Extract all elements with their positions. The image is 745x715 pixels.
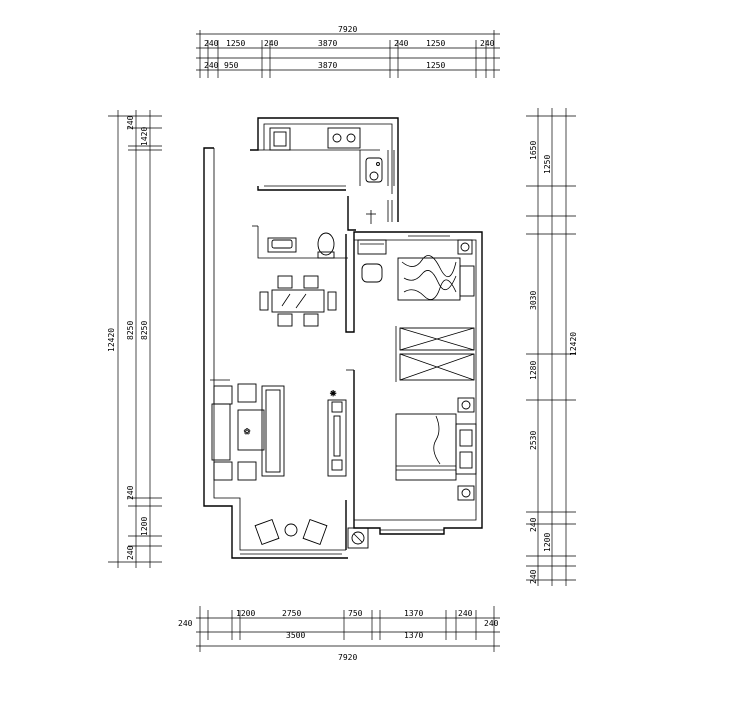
left-dim-label: 240 (126, 485, 135, 500)
basin-icon (267, 237, 297, 253)
wardrobe-icon (399, 327, 475, 351)
top-dim-label: 1250 (226, 39, 245, 48)
chair-icon (302, 518, 328, 546)
left-mid-label: 8250 (140, 321, 149, 340)
sofa-icon (211, 403, 231, 461)
svg-text:✿: ✿ (244, 426, 250, 437)
bottom-dim-label: 240 (178, 619, 193, 628)
toilet-icon (317, 232, 335, 256)
bottom-dim-label: 1370 (404, 609, 423, 618)
left-dim-label: 1200 (140, 517, 149, 536)
right-total-label: 12420 (569, 332, 578, 356)
right-dim-label: 2530 (529, 431, 538, 450)
sink-icon (365, 157, 383, 183)
top-dim-label: 240 (204, 61, 219, 70)
right-dim-label: 1650 (529, 141, 538, 160)
top-dim-label: 3870 (318, 39, 337, 48)
top-dim-label: 240 (394, 39, 409, 48)
left-total-label: 12420 (107, 328, 116, 352)
top-dim-label: 240 (264, 39, 279, 48)
study-area (357, 239, 387, 283)
left-dim-label: 240 (126, 115, 135, 130)
bottom-dim-label: 1200 (236, 609, 255, 618)
tv-cabinet: ✳ (327, 388, 347, 477)
top-dim-label: 240 (480, 39, 495, 48)
washer-icon (347, 527, 369, 549)
left-dimensions: 12420 8250 8250 240 1420 240 1200 240 (107, 110, 162, 568)
balcony (254, 518, 369, 549)
bottom-dim-label: 750 (348, 609, 363, 618)
tv-cabinet-icon (357, 239, 387, 255)
svg-text:✳: ✳ (330, 388, 336, 399)
bedroom-master (395, 397, 477, 501)
counter-icon (269, 127, 291, 151)
right-dim-label: 1200 (543, 533, 552, 552)
kitchen (264, 127, 383, 186)
right-dim-label: 240 (529, 569, 538, 584)
left-dim-label: 1420 (140, 127, 149, 146)
walls (203, 117, 483, 559)
sofa-set: ✿ (211, 383, 285, 481)
top-dim-label: 240 (204, 39, 219, 48)
right-dim-label: 1280 (529, 361, 538, 380)
top-dim-label: 1250 (426, 39, 445, 48)
bottom-total-label: 7920 (338, 653, 357, 662)
bottom-dim-label: 240 (458, 609, 473, 618)
dining-set (259, 275, 337, 327)
top-dim-label: 3870 (318, 61, 337, 70)
top-dim-label: 1250 (426, 61, 445, 70)
bedroom-small (397, 239, 475, 301)
right-dimensions: 1650 1250 3030 12420 1280 2530 240 1200 … (526, 108, 578, 586)
bottom-dim-label: 240 (484, 619, 499, 628)
wardrobe (395, 326, 475, 382)
bottom-dim-label: 1370 (404, 631, 423, 640)
right-dim-label: 1250 (543, 155, 552, 174)
top-total-label: 7920 (338, 25, 357, 34)
dining-table-icon (271, 289, 325, 313)
right-dim-label: 3030 (529, 291, 538, 310)
bathroom (267, 210, 376, 259)
chair-icon (254, 518, 280, 546)
bottom-dimensions: 240 1200 2750 750 1370 240 240 3500 1370… (178, 606, 500, 662)
chair-icon (361, 263, 383, 283)
left-dim-label: 240 (126, 545, 135, 560)
right-dim-label: 240 (529, 517, 538, 532)
top-dimensions: 7920 240 1250 240 3870 240 1250 240 240 … (196, 25, 500, 78)
tv-cabinet-icon (327, 399, 347, 477)
stove-icon (327, 127, 361, 149)
left-mid-label: 8250 (126, 321, 135, 340)
bottom-dim-label: 3500 (286, 631, 305, 640)
top-dim-label: 950 (224, 61, 239, 70)
bottom-dim-label: 2750 (282, 609, 301, 618)
bed-icon (397, 257, 461, 301)
